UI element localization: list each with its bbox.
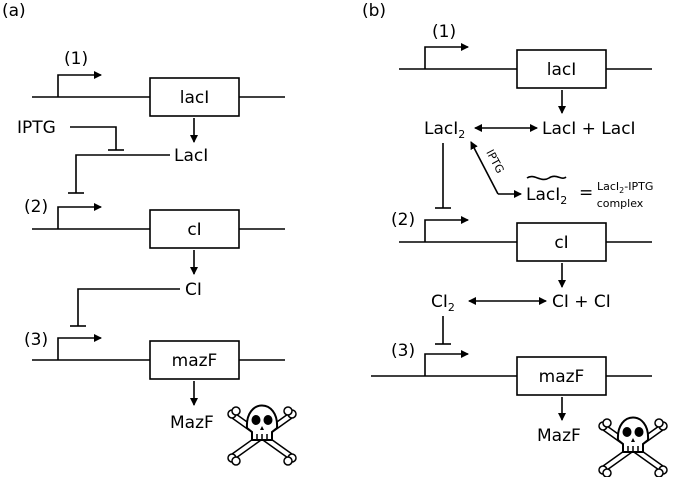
promoter-b3-arrow [424,350,469,376]
complex-line-1: LacI2-IPTG [597,180,653,195]
ci-monomers: CI + CI [552,292,611,312]
laci-repression-path [75,154,170,193]
promoter-2-arrow [57,203,102,229]
gene-box-b-mazf [516,356,607,396]
gene-laci: lacI [180,88,210,108]
gene-b-mazf: mazF [539,367,585,387]
promoter-2-label: (2) [24,197,48,217]
ci-repression-path [77,288,180,326]
equals-sign: = [579,183,593,203]
promoter-b3-label: (3) [391,341,415,361]
promoter-b2-arrow [424,216,469,242]
gene-box-b-laci [516,49,607,89]
gene-box-b-ci [516,222,607,262]
inducer-iptg: IPTG [17,118,56,138]
laci-dimer: LacI2 [424,119,465,141]
panel-a-label: (a) [2,1,26,21]
gene-box-mazf [149,340,240,380]
promoter-b2-label: (2) [391,210,415,230]
protein-laci: LacI [174,146,208,166]
protein-ci: CI [185,280,202,300]
protein-mazf: MazF [170,413,214,433]
laci-monomers: LacI + LacI [542,119,636,139]
promoter-3-label: (3) [24,330,48,350]
skull-and-crossbones-icon-b [599,418,667,477]
complex-line-2: complex [597,197,644,210]
ci-dimer: CI2 [431,292,455,314]
skull-and-crossbones-icon [228,406,296,466]
iptg-binding-arrow [470,141,499,195]
promoter-1-arrow [57,71,102,97]
gene-b-laci: lacI [547,60,577,80]
gene-mazf: mazF [172,351,218,371]
gene-b-ci: cI [554,233,568,253]
gene-box-ci [149,209,240,249]
promoter-b1-arrow [424,43,469,69]
laci-iptg-lhs: LacI2 [526,185,567,207]
complex-tilde [526,175,567,181]
product-mazf: MazF [537,426,581,446]
iptg-inhibition-path [70,126,117,150]
promoter-b1-label: (1) [432,22,456,42]
panel-b-label: (b) [362,1,386,21]
gene-ci: cI [187,220,201,240]
promoter-1-label: (1) [64,49,88,69]
promoter-3-arrow [57,334,102,360]
gene-box-laci [149,77,240,117]
